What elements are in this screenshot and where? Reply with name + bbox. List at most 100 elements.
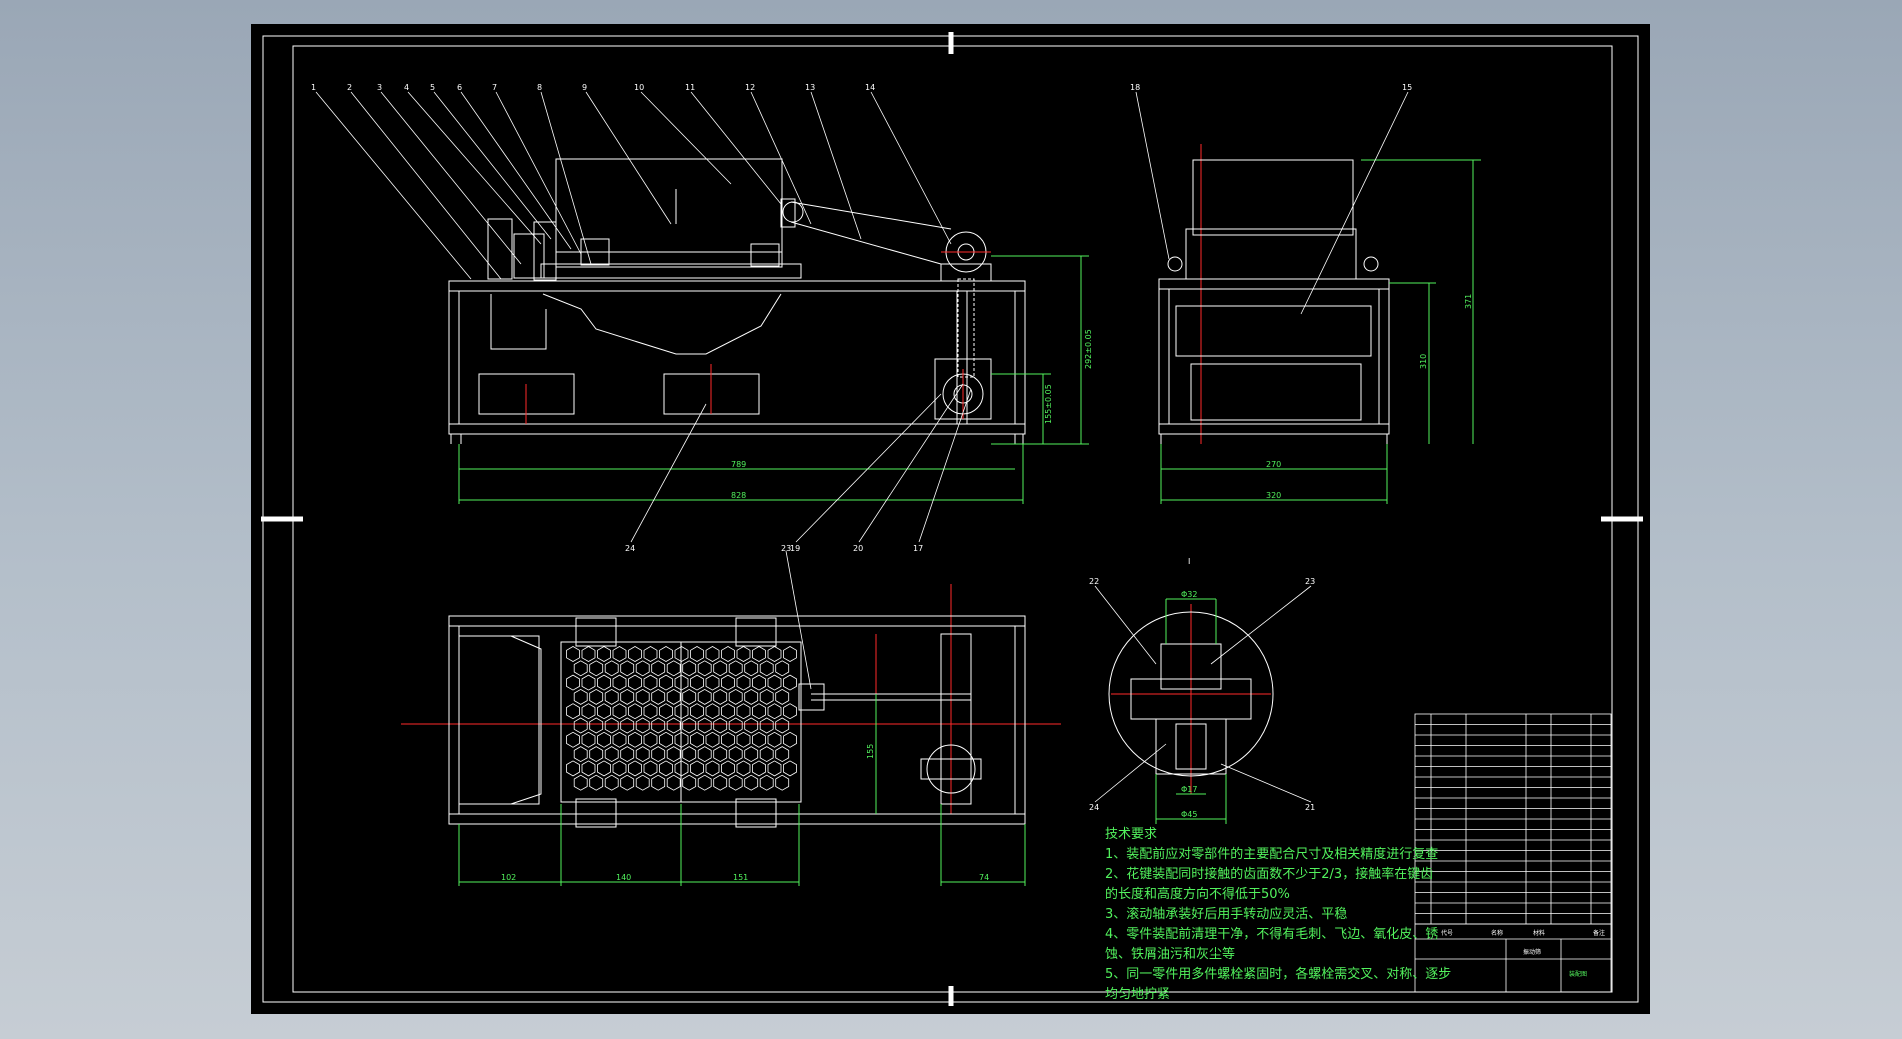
side-labels: 18 15 270 320 310 371 (1130, 83, 1473, 500)
hex-cell (566, 646, 580, 662)
detail-view (1108, 598, 1274, 824)
hex-cell (690, 760, 704, 777)
hex-cell (744, 717, 759, 734)
hex-cell (728, 717, 743, 734)
hex-cell (783, 646, 797, 662)
hex-cell (635, 660, 650, 677)
hex-cell (690, 674, 704, 691)
hex-cell (690, 703, 704, 720)
hex-cell (736, 703, 751, 720)
hex-cell (705, 731, 720, 748)
hex-cell (759, 774, 774, 791)
hex-cell (713, 717, 728, 734)
balloon-4: 4 (404, 83, 409, 92)
hex-cell (573, 688, 588, 705)
hex-cell (690, 731, 704, 748)
dim-155: 155±0.05 (1044, 384, 1053, 424)
hex-cell (581, 760, 596, 777)
hex-cell (604, 774, 619, 791)
hex-cell (620, 717, 635, 734)
dim-155-top: 155 (866, 744, 875, 759)
hex-cell (783, 674, 797, 691)
hex-cell (736, 760, 751, 777)
hex-cell (736, 731, 751, 748)
hex-cell (643, 760, 658, 777)
hex-cell (752, 731, 766, 748)
dim-828: 828 (731, 491, 746, 500)
hex-cell (659, 760, 673, 777)
hex-cell (589, 717, 604, 734)
balloon-15: 15 (1402, 83, 1412, 92)
hex-cell (589, 688, 604, 705)
hex-cell (697, 688, 712, 705)
hex-cell (666, 717, 681, 734)
tech-line-4b: 蚀、铁屑油污和灰尘等 (1105, 947, 1236, 962)
hex-cell (643, 646, 658, 662)
hex-cell (566, 760, 580, 777)
tech-line-2b: 的长度和高度方向不得低于50% (1105, 887, 1290, 902)
dim-140: 140 (616, 873, 631, 882)
hex-cell (597, 731, 611, 748)
hex-cell (589, 746, 604, 763)
hex-cell (635, 717, 650, 734)
dim-phi32: Φ32 (1181, 590, 1197, 599)
balloon-20: 20 (853, 544, 863, 553)
balloon-11: 11 (685, 83, 695, 92)
hex-cell (612, 674, 627, 691)
hex-cell (713, 660, 728, 677)
balloon-2: 2 (347, 83, 352, 92)
hex-cell (783, 703, 797, 720)
hex-cell (697, 774, 712, 791)
balloon-14: 14 (865, 83, 875, 92)
hex-cell (581, 703, 596, 720)
hex-cell (666, 774, 681, 791)
hex-mesh (566, 646, 797, 791)
hex-cell (628, 646, 642, 662)
dim-151: 151 (733, 873, 748, 882)
hex-cell (628, 703, 642, 720)
hex-cell (705, 703, 720, 720)
hex-cell (566, 674, 580, 691)
hex-cell (767, 703, 782, 720)
hex-cell (721, 731, 735, 748)
technical-requirements: 技术要求 1、装配前应对零部件的主要配合尺寸及相关精度进行复查 2、花键装配同时… (1105, 825, 1655, 1005)
hex-cell (759, 660, 774, 677)
hex-cell (612, 760, 627, 777)
balloon-21: 21 (1305, 803, 1315, 812)
hex-cell (581, 674, 596, 691)
hex-cell (682, 774, 697, 791)
hex-cell (705, 760, 720, 777)
tech-line-5b: 均匀地拧紧 (1105, 987, 1171, 1002)
hex-cell (767, 674, 782, 691)
dim-102: 102 (501, 873, 516, 882)
hex-cell (767, 731, 782, 748)
balloon-12: 12 (745, 83, 755, 92)
detail-title: I (1188, 557, 1190, 566)
tech-line-1: 1、装配前应对零部件的主要配合尺寸及相关精度进行复查 (1105, 847, 1439, 862)
hex-cell (721, 646, 735, 662)
dim-292: 292±0.05 (1084, 329, 1093, 369)
hex-cell (635, 774, 650, 791)
balloon-23: 23 (781, 544, 791, 553)
hex-cell (713, 774, 728, 791)
hex-cell (775, 688, 790, 705)
hex-cell (573, 717, 588, 734)
hex-cell (713, 688, 728, 705)
hex-cell (643, 703, 658, 720)
balloon-1: 1 (311, 83, 316, 92)
hex-cell (697, 660, 712, 677)
side-view (1158, 159, 1481, 504)
balloon-10: 10 (634, 83, 644, 92)
hex-cell (721, 674, 735, 691)
hex-cell (651, 717, 666, 734)
hex-cell (713, 746, 728, 763)
title-block-text: 代号 名称 材料 备注 振动筛 装配图 (1441, 929, 1605, 978)
hex-cell (728, 746, 743, 763)
tb-drawing-sub: 装配图 (1569, 970, 1587, 978)
top-view (448, 615, 1026, 886)
hex-cell (775, 774, 790, 791)
hex-cell (752, 674, 766, 691)
hex-cell (697, 717, 712, 734)
hex-cell (581, 646, 596, 662)
hex-cell (573, 774, 588, 791)
